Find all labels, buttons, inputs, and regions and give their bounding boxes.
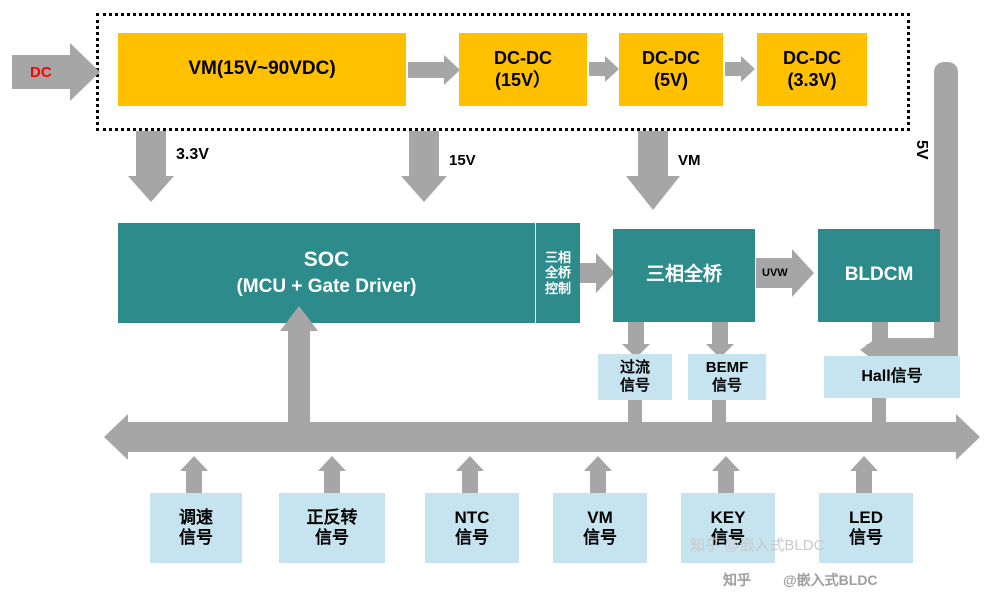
dc-input-arrow-head [70,43,100,101]
ntc-signal-line2: 信号 [454,528,489,547]
direction-signal-arrow-head [318,456,346,471]
signal-bus-shaft [128,422,956,452]
bemf-signal-line2: 信号 [711,377,742,394]
vm-signal-block: VM 信号 [553,493,647,563]
led-signal-line1: LED [849,507,883,527]
hall-feedback-arrow-shaft [872,322,888,344]
dcdc-33v-line2: (3.3V) [787,69,837,90]
hall-signal-block: Hall信号 [824,356,960,398]
ntc-signal-line1: NTC [454,507,490,527]
dcdc-5v-line1: DC-DC [642,48,700,69]
bridge-control-line3: 控制 [544,280,571,296]
rail-33v-label: 3.3V [176,146,209,163]
hall-signal-label: Hall信号 [861,367,923,385]
direction-signal-block: 正反转 信号 [279,493,385,563]
hall-feedback-arrow-head [866,344,894,358]
bridge-control-line1: 三相 [544,250,571,265]
dcdc-33v-block: DC-DC (3.3V) [757,33,867,106]
bridge-to-motor-arrow-shaft [756,258,792,288]
led-signal-arrow-head [850,456,878,471]
dcdc15-to-dcdc5-arrow-head [605,56,619,82]
vm-signal-line2: 信号 [583,528,617,547]
led-signal-block: LED 信号 [819,493,913,563]
ntc-signal-arrow-head [456,456,484,471]
led-signal-line2: 信号 [849,528,883,547]
soc-block: SOC (MCU + Gate Driver) [118,223,535,323]
vm-to-dcdc15-arrow-shaft [408,62,444,78]
bemf-to-bus-arrow-shaft [712,400,726,422]
bus-to-soc-arrow-shaft [288,330,310,422]
dc-input-label: DC [30,64,52,81]
bemf-feedback-arrow-shaft [712,322,728,344]
control-to-bridge-arrow-head [596,253,615,293]
speed-signal-block: 调速 信号 [150,493,242,563]
rail-vm-arrow-head [626,176,680,210]
bus-to-soc-arrow-head [280,306,318,331]
overcurrent-feedback-arrow-shaft [628,322,644,344]
ntc-signal-block: NTC 信号 [425,493,519,563]
key-signal-line1: KEY [710,507,746,527]
rail-vm-arrow-shaft [638,131,668,176]
dcdc5-to-dcdc33-arrow-shaft [725,62,741,76]
bldcm-label: BLDCM [844,264,914,286]
rail-33v-arrow-head [128,176,174,202]
direction-signal-line2: 信号 [315,528,349,547]
overcurrent-signal-line2: 信号 [619,377,650,394]
vm-signal-line1: VM [587,507,613,527]
rail-15v-arrow-head [401,176,447,202]
bldcm-block: BLDCM [818,229,940,322]
signal-bus-left-head [104,414,128,460]
vm-signal-arrow-shaft [590,470,606,494]
rail-vm-label: VM [678,152,701,169]
overcurrent-signal-line1: 过流 [619,359,650,377]
overcurrent-to-bus-arrow-shaft [628,400,642,422]
key-signal-line2: 信号 [711,528,745,547]
three-phase-bridge-block: 三相全桥 [613,229,755,322]
soc-line1: SOC [303,247,350,271]
overcurrent-signal-block: 过流 信号 [598,354,672,400]
speed-signal-arrow-shaft [186,470,202,494]
speed-signal-line1: 调速 [179,507,213,527]
key-signal-arrow-head [712,456,740,471]
bridge-to-motor-arrow-head [792,249,814,297]
rail-15v-label: 15V [449,152,476,169]
vm-signal-arrow-head [584,456,612,471]
rail-33v-arrow-shaft [136,131,166,176]
bridge-control-block: 三相 全桥 控制 [536,223,580,323]
dc-input-arrow-shaft [12,55,70,89]
key-signal-arrow-shaft [718,470,734,494]
soc-line2: (MCU + Gate Driver) [236,275,417,297]
dcdc-5v-line2: (5V) [653,69,688,90]
led-signal-arrow-shaft [856,470,872,494]
direction-signal-line1: 正反转 [306,507,358,527]
dcdc5-to-dcdc33-arrow-head [741,56,755,82]
dcdc-15v-line1: DC-DC [494,48,552,69]
hall-to-bus-arrow-shaft [872,398,886,422]
speed-signal-line2: 信号 [179,528,213,547]
bridge-control-line2: 全桥 [544,265,571,281]
watermark-faint: 知乎 @嵌入式BLDC [690,537,825,554]
rail-5v-label: 5V [913,140,930,160]
bemf-signal-block: BEMF 信号 [688,354,766,400]
ntc-signal-arrow-shaft [462,470,478,494]
dcdc-15v-block: DC-DC (15V） [459,33,587,106]
watermark-zhihu: 知乎 [723,572,751,588]
key-signal-block: KEY 信号 [681,493,775,563]
vm-block: VM(15V~90VDC) [118,33,406,106]
watermark-user: @嵌入式BLDC [783,572,878,588]
dcdc-33v-line1: DC-DC [783,48,841,69]
control-to-bridge-arrow-shaft [580,263,596,283]
vm-block-label: VM(15V~90VDC) [188,58,336,80]
speed-signal-arrow-head [180,456,208,471]
uvw-label: UVW [762,267,788,279]
dcdc-5v-block: DC-DC (5V) [619,33,723,106]
direction-signal-arrow-shaft [324,470,340,494]
rail-15v-arrow-shaft [409,131,439,176]
dcdc-15v-line2: (15V） [494,69,552,90]
dcdc15-to-dcdc5-arrow-shaft [589,62,605,76]
vm-to-dcdc15-arrow-head [444,55,460,85]
three-phase-bridge-label: 三相全桥 [645,264,722,286]
signal-bus-right-head [956,414,980,460]
bemf-signal-line1: BEMF [705,359,749,377]
